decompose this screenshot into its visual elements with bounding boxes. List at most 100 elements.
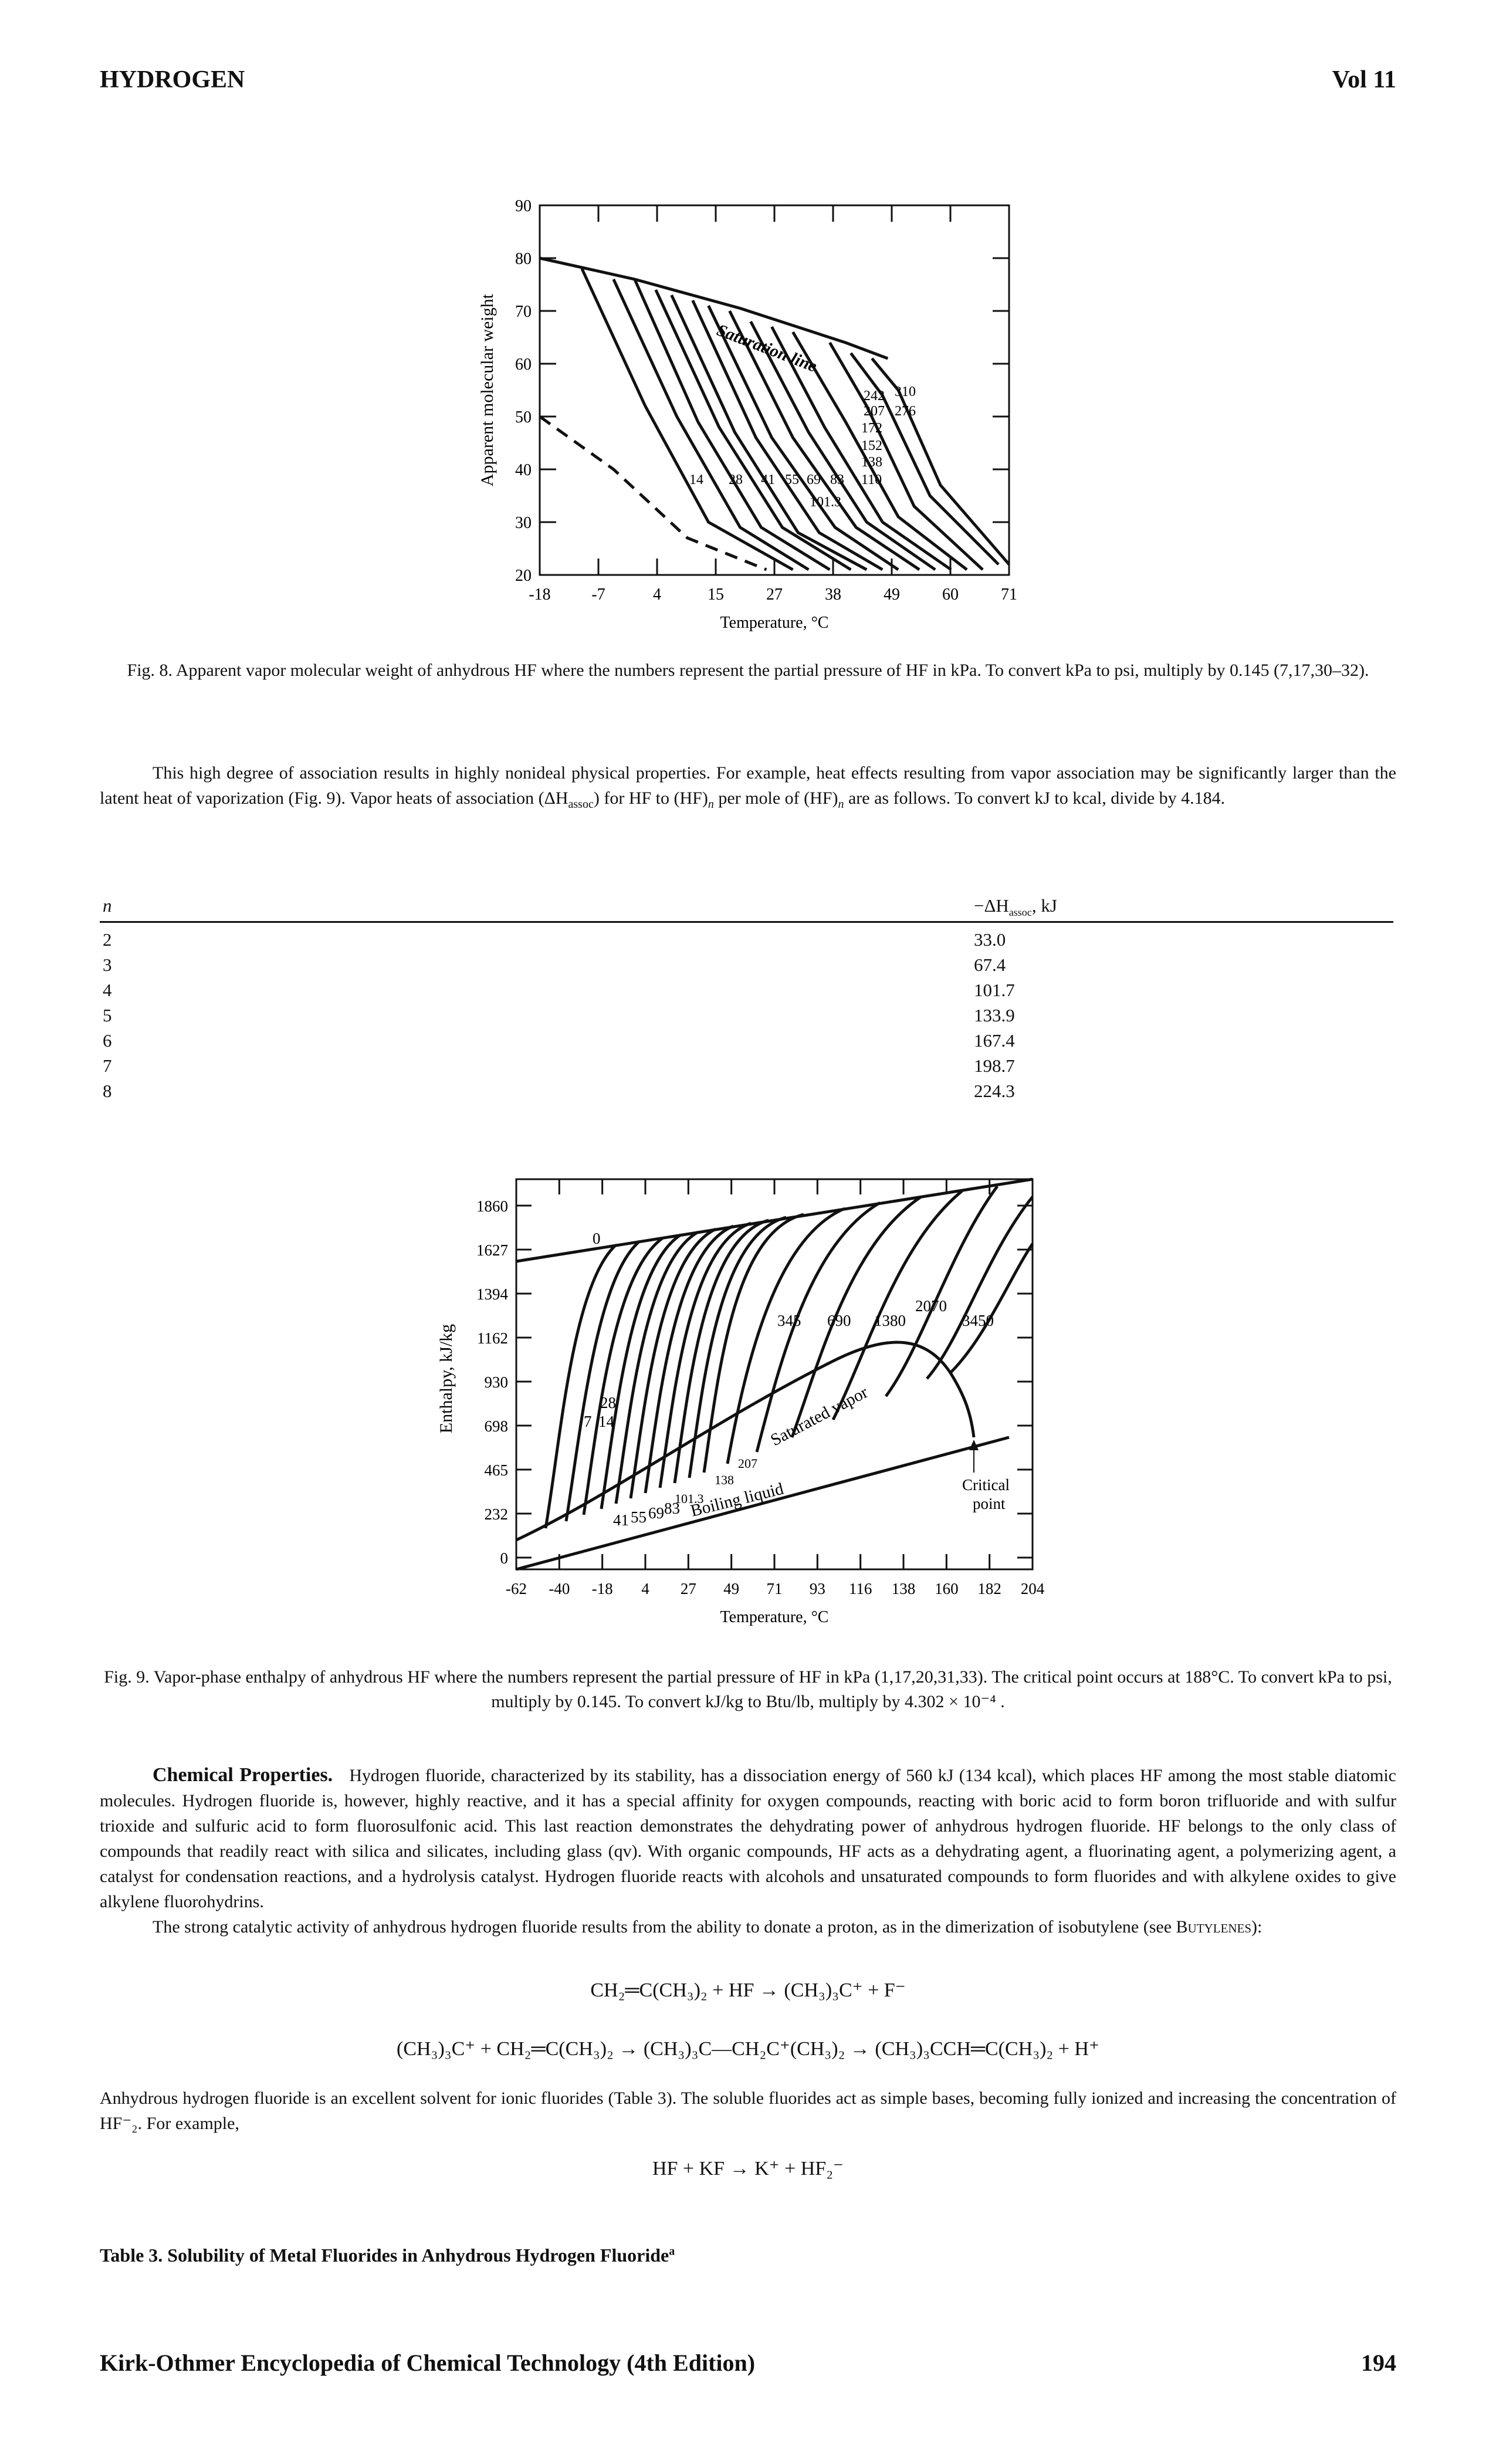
paragraph-association: This high degree of association results …: [100, 763, 1396, 811]
table-cell-n: 8: [103, 1081, 112, 1101]
fig8-curve-101.3: [691, 299, 884, 571]
table-cell-enthalpy: 33.0: [974, 929, 1006, 950]
fig9-xlabel: Temperature, °C: [720, 1608, 829, 1626]
link-butylenes[interactable]: Butylenes: [1176, 1917, 1252, 1937]
fig8-ytick-label: 80: [515, 250, 532, 268]
table-cell-enthalpy: 198.7: [974, 1055, 1015, 1076]
fig8-curve-172: [770, 326, 952, 571]
fig9-xtick-label: 27: [681, 1580, 696, 1597]
table-cell-enthalpy: 133.9: [974, 1005, 1015, 1025]
fig8-xtick-label: 71: [1001, 585, 1017, 604]
fig9-curve-0: [516, 1177, 1033, 1263]
footer-source: Kirk-Othmer Encyclopedia of Chemical Tec…: [100, 2350, 756, 2376]
running-header-title: HYDROGEN: [100, 66, 245, 93]
fig8-xtick-label: 27: [766, 585, 783, 604]
table-cell-enthalpy: 101.7: [974, 980, 1015, 1000]
table-cell-enthalpy: 67.4: [974, 955, 1006, 975]
chem-paragraph-1: Hydrogen fluoride, characterized by its …: [100, 1766, 1397, 1911]
fig8-curve-83: [670, 294, 868, 571]
fig9-xtick-label: 71: [767, 1580, 783, 1597]
fig8-curve-310: [871, 357, 1010, 566]
fig9-label-l55: 55: [631, 1508, 647, 1526]
fig9-critical-arrowhead: [969, 1440, 979, 1450]
fig9-saturated-vapor-label: Saturated vapor: [767, 1383, 871, 1450]
table-cell-n: 2: [103, 929, 112, 950]
fig9-label-l3450: 3450: [962, 1312, 994, 1329]
table3-title: Table 3. Solubility of Metal Fluorides i…: [100, 2245, 675, 2266]
fig9-label-l2070: 2070: [915, 1297, 947, 1315]
fig8-ytick-label: 50: [515, 408, 532, 427]
chemical-properties-section: Chemical Properties. Hydrogen fluoride, …: [100, 1764, 1397, 1937]
fig9-ytick-label: 1394: [476, 1285, 509, 1303]
fig9-ytick-label: 698: [485, 1417, 509, 1435]
fig9-ytick-label: 1162: [477, 1329, 508, 1347]
fig9-label-zero: 0: [593, 1230, 601, 1247]
fig8-xtick-label: 38: [825, 585, 841, 604]
fig9-label-l690: 690: [827, 1312, 851, 1329]
fig8-curve-label: 83: [830, 472, 844, 488]
fig9-xtick-label: 138: [892, 1580, 916, 1597]
fig8-curve-label: 172: [861, 421, 882, 436]
fig9-xtick-label: 160: [935, 1580, 959, 1597]
equation-1: CH₂═C(CH₃)₂ + HF → (CH₃)₃C⁺ + F⁻: [590, 1979, 906, 2001]
fig9-xtick-label: 182: [977, 1580, 1001, 1597]
equation-3: HF + KF → K⁺ + HF₂⁻: [652, 2158, 844, 2179]
fig9-label-l69: 69: [648, 1504, 664, 1522]
fig9-xtick-label: -18: [592, 1580, 613, 1597]
fig9-label-l1013: 101.3: [675, 1491, 704, 1506]
fig9-label-l83: 83: [664, 1500, 680, 1517]
fig8-ytick-label: 70: [515, 303, 532, 321]
fig9-xtick-label: 93: [810, 1580, 825, 1597]
fig9-ytick-label: 0: [500, 1549, 509, 1567]
table-cell-n: 5: [103, 1005, 112, 1025]
fig9-caption: Fig. 9. Vapor-phase enthalpy of anhydrou…: [104, 1667, 1392, 1711]
fig9-label-point: point: [973, 1495, 1006, 1512]
fig8-curve-label: 55: [785, 472, 799, 488]
fig8-curve-label: 110: [861, 472, 882, 488]
fig8-curve-label: 41: [761, 472, 775, 488]
fig9-label-l345: 345: [777, 1312, 801, 1329]
fig9-ytick-label: 1627: [476, 1241, 508, 1259]
fig9-curve-7: [544, 1244, 617, 1529]
fig9-label-l41: 41: [613, 1511, 629, 1529]
fig8-xtick-label: 15: [708, 585, 724, 604]
fig9-label-l207: 207: [738, 1456, 757, 1471]
table-header-n: n: [103, 895, 112, 916]
fig9-label-fourteen: 14: [598, 1413, 615, 1430]
table-cell-enthalpy: 224.3: [974, 1081, 1015, 1101]
fig8-curve-138: [728, 310, 920, 571]
table-cell-n: 3: [103, 955, 112, 975]
fig8-plot-frame: [539, 204, 1010, 576]
fig9-label-critical: Critical: [962, 1476, 1010, 1494]
fig8-ytick-label: 30: [515, 514, 532, 532]
fig8-curve-41: [612, 278, 810, 571]
table-cell-enthalpy: 167.4: [974, 1030, 1015, 1051]
fig8-curve-152: [749, 320, 936, 571]
fig9-ytick-label: 930: [485, 1373, 509, 1391]
fig8-xtick-label: 49: [884, 585, 900, 604]
fig9-boiling-liquid-label: Boiling liquid: [689, 1479, 786, 1520]
fig8-curve-label: 207: [864, 404, 885, 419]
fig8-curve-label: 242: [864, 388, 885, 404]
fig8-curve-label: 69: [807, 472, 821, 488]
fig9-xtick-label: 204: [1021, 1580, 1045, 1597]
fig9-label-seven: 7: [584, 1413, 592, 1430]
fig8-curve-276: [849, 352, 1000, 566]
fig9-ytick-label: 1860: [476, 1197, 508, 1215]
fig8-ytick-label: 90: [515, 197, 532, 215]
chem-paragraph-3: Anhydrous hydrogen fluoride is an excell…: [100, 2089, 1396, 2133]
fig9-ytick-label: 232: [485, 1505, 509, 1523]
fig9-xtick-label: -62: [506, 1580, 527, 1597]
fig8-ytick-label: 60: [515, 356, 532, 374]
fig8-curve-69: [654, 289, 852, 571]
fig8-curve-207: [791, 331, 968, 571]
fig8-curve-242: [828, 341, 984, 571]
section-heading: Chemical Properties.: [153, 1764, 333, 1786]
fig9-isobar-curves: [515, 1177, 1034, 1571]
fig8-curve-label: 28: [729, 472, 743, 488]
fig9-label-l138: 138: [715, 1473, 734, 1487]
equation-2: (CH₃)₃C⁺ + CH₂═C(CH₃)₂ → (CH₃)₃C—CH₂C⁺(C…: [397, 2038, 1099, 2060]
table-cell-n: 4: [103, 980, 112, 1000]
